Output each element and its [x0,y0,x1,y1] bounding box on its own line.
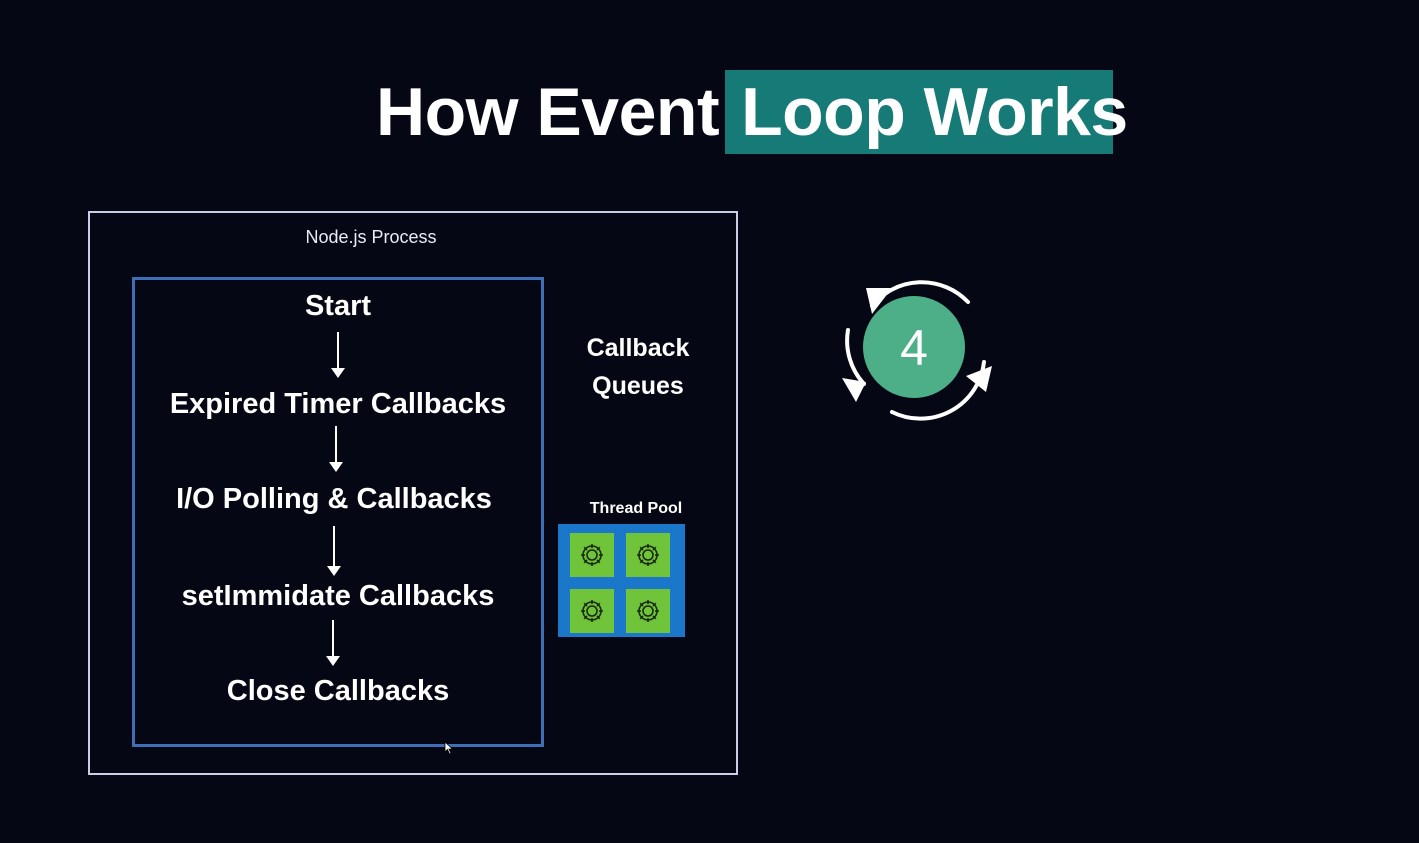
gear-icon [581,600,603,622]
phase-expired-timers: Expired Timer Callbacks [169,388,507,420]
arrow-down-icon [327,526,341,576]
phase-close-callbacks: Close Callbacks [226,675,450,707]
step-number-circle [863,296,965,398]
gear-icon [581,544,603,566]
gear-icon [637,600,659,622]
process-label: Node.js Process [305,227,437,247]
step-indicator: 4 [836,266,992,422]
thread-cell [626,589,670,633]
thread-cell [626,533,670,577]
nodejs-process-box: Node.js Process Start Expired Timer Call… [88,211,738,775]
step-number: 4 [900,320,928,376]
phase-start: Start [304,290,372,322]
mouse-pointer-icon [444,741,454,755]
title-highlight: Loop Works [725,70,1128,154]
arrow-down-icon [331,332,345,378]
thread-pool [558,524,685,637]
thread-cell [570,533,614,577]
cycle-arrows-icon: 4 [842,280,992,421]
phase-setimmediate: setImmidate Callbacks [181,580,495,612]
thread-pool-label: Thread Pool [589,500,683,517]
arrow-down-icon [326,620,340,666]
thread-cell [570,589,614,633]
phase-io-polling: I/O Polling & Callbacks [176,483,492,515]
title-prefix: How Event [376,74,720,150]
gear-icon [637,544,659,566]
arrow-down-icon [329,426,343,472]
event-loop-box: Start Expired Timer Callbacks I/O Pollin… [132,277,544,747]
